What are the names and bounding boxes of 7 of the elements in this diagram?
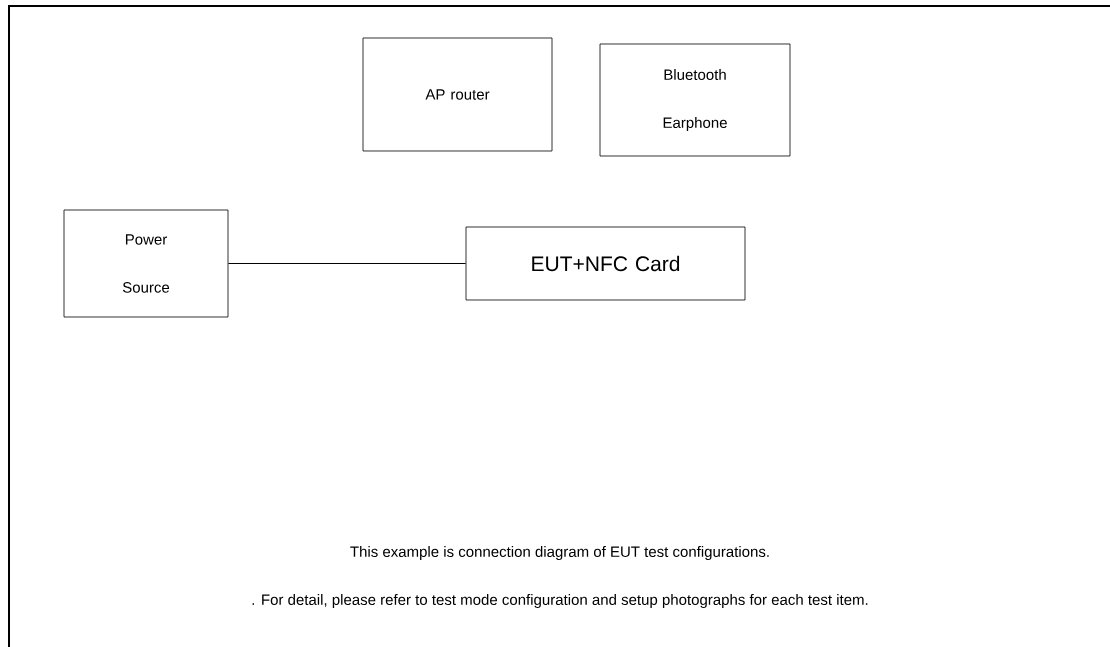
note-text: This example is connection diagram of EUT test configurations. [350, 546, 769, 560]
device-box: AP router [362, 37, 553, 152]
device-box: Bluetooth Earphone [599, 43, 791, 157]
device-box: EUT+NFC Card [465, 226, 746, 301]
device-box: Power Source [63, 209, 229, 318]
connection-line [227, 263, 467, 264]
note-text: . For detail, please refer to test mode configuration and setup photographs for each test item. [252, 594, 868, 608]
